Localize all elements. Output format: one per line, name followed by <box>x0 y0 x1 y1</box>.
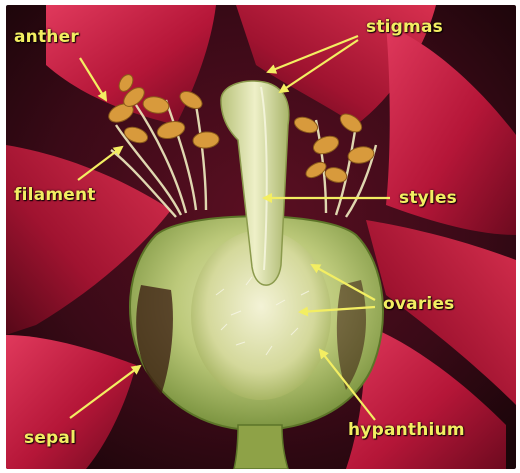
rose-flower-cross-section-image <box>6 5 516 469</box>
styles-label: styles <box>399 188 457 208</box>
stigmas-label: stigmas <box>366 17 443 37</box>
sepal-label: sepal <box>24 428 76 448</box>
filament-label: filament <box>14 185 96 205</box>
ovaries-label: ovaries <box>383 294 455 314</box>
hypanthium-label: hypanthium <box>348 420 465 440</box>
anther-label: anther <box>14 27 79 47</box>
